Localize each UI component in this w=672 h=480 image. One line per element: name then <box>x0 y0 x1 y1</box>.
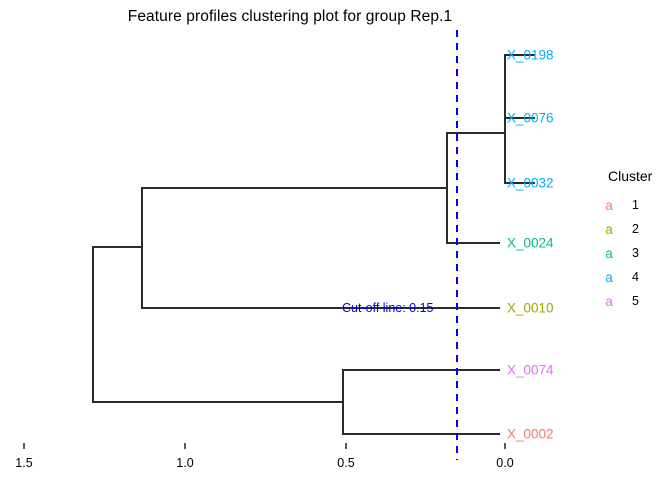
page-title: Feature profiles clustering plot for gro… <box>127 8 453 25</box>
legend: Cluster a 1 a 2 a 3 a 4 a 5 <box>598 168 672 313</box>
branch-m5 <box>342 369 500 435</box>
branch-m4 <box>141 187 500 309</box>
branch-m6-root <box>92 246 343 403</box>
legend-title: Cluster <box>608 168 653 184</box>
axis-tick-label-1-5: 1.5 <box>15 456 33 470</box>
leaf-label-x-0024[interactable]: X_0024 <box>507 235 554 251</box>
legend-label-3: 3 <box>632 246 639 260</box>
axis-tick-label-0-5: 0.5 <box>337 456 355 470</box>
legend-item-3[interactable]: a 3 <box>598 241 672 265</box>
legend-item-2[interactable]: a 2 <box>598 217 672 241</box>
legend-label-4: 4 <box>632 270 639 284</box>
legend-item-5[interactable]: a 5 <box>598 289 672 313</box>
leaf-label-x-0002[interactable]: X_0002 <box>507 426 554 442</box>
legend-label-2: 2 <box>632 222 639 236</box>
branch-m3 <box>446 132 505 244</box>
legend-key-glyph-1: a <box>605 197 613 213</box>
leaf-label-x-0198[interactable]: X_0198 <box>507 47 554 63</box>
branch-m2 <box>504 86 535 184</box>
leaf-label-x-0032[interactable]: X_0032 <box>507 175 554 191</box>
axis-ticks <box>23 443 506 449</box>
axis-tick-label-1-0: 1.0 <box>176 456 194 470</box>
axis-tick-label-0-0: 0.0 <box>496 456 514 470</box>
legend-key-glyph-4: a <box>605 269 613 285</box>
legend-label-5: 5 <box>632 294 639 308</box>
dendrogram-branches <box>92 54 535 435</box>
leaf-label-x-0010[interactable]: X_0010 <box>507 300 554 316</box>
legend-item-4[interactable]: a 4 <box>598 265 672 289</box>
cutoff-line-label: Cut-off line: 0.15 <box>342 301 434 315</box>
legend-key-glyph-2: a <box>605 221 613 237</box>
leaf-label-x-0076[interactable]: X_0076 <box>507 110 554 126</box>
legend-item-1[interactable]: a 1 <box>598 193 672 217</box>
branch-m1 <box>504 54 535 119</box>
legend-key-glyph-3: a <box>605 245 613 261</box>
legend-label-1: 1 <box>632 198 639 212</box>
legend-key-glyph-5: a <box>605 293 613 309</box>
leaf-label-x-0074[interactable]: X_0074 <box>507 362 554 378</box>
